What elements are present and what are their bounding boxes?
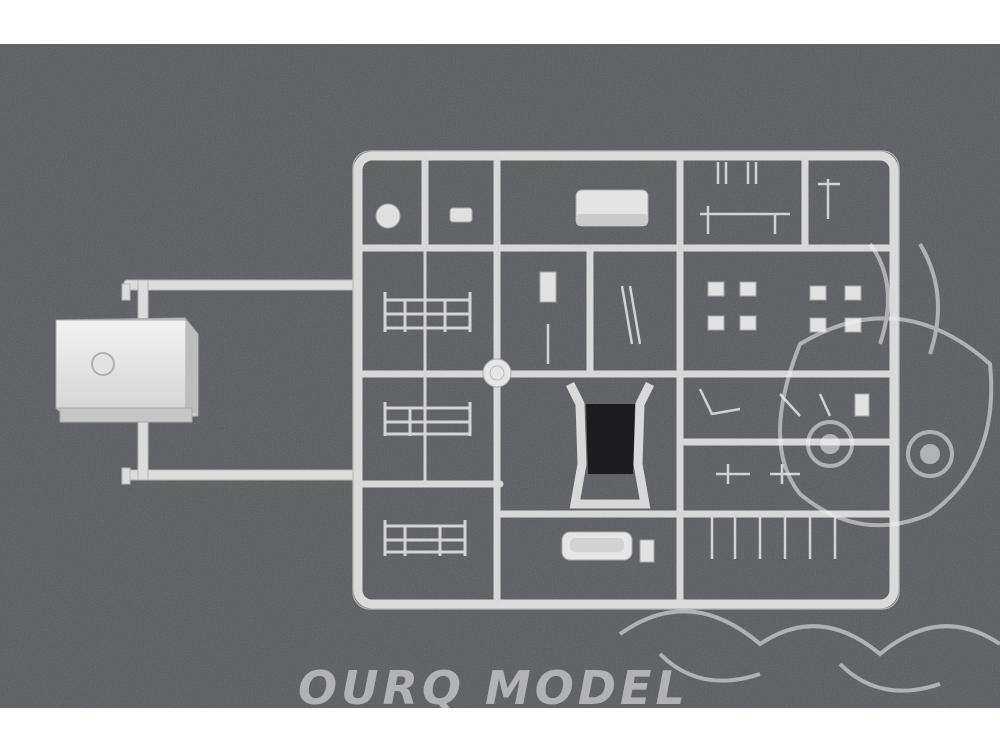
storage-box-part — [55, 317, 199, 423]
tub-part — [561, 531, 633, 561]
cartoon-cat-mascot-icon — [618, 242, 1000, 693]
sprue-runners — [358, 156, 894, 604]
frame-opening-part — [565, 381, 655, 509]
small-cylinder-parts — [375, 203, 473, 229]
watermark: OURQ MODEL — [298, 242, 1000, 708]
main-sprue-frame-shade — [352, 150, 900, 610]
railing-parts — [383, 248, 472, 556]
product-photo: OURQ MODEL — [0, 44, 1000, 708]
main-sprue-frame — [353, 151, 899, 609]
rod-parts — [546, 162, 840, 559]
bottom-border — [0, 708, 1000, 750]
top-border — [0, 0, 1000, 44]
watermark-text: OURQ MODEL — [298, 661, 689, 708]
sprue-illustration: OURQ MODEL — [0, 44, 1000, 708]
sprue-hub — [482, 358, 512, 388]
small-block-parts — [539, 271, 870, 563]
tank-part — [575, 189, 649, 227]
